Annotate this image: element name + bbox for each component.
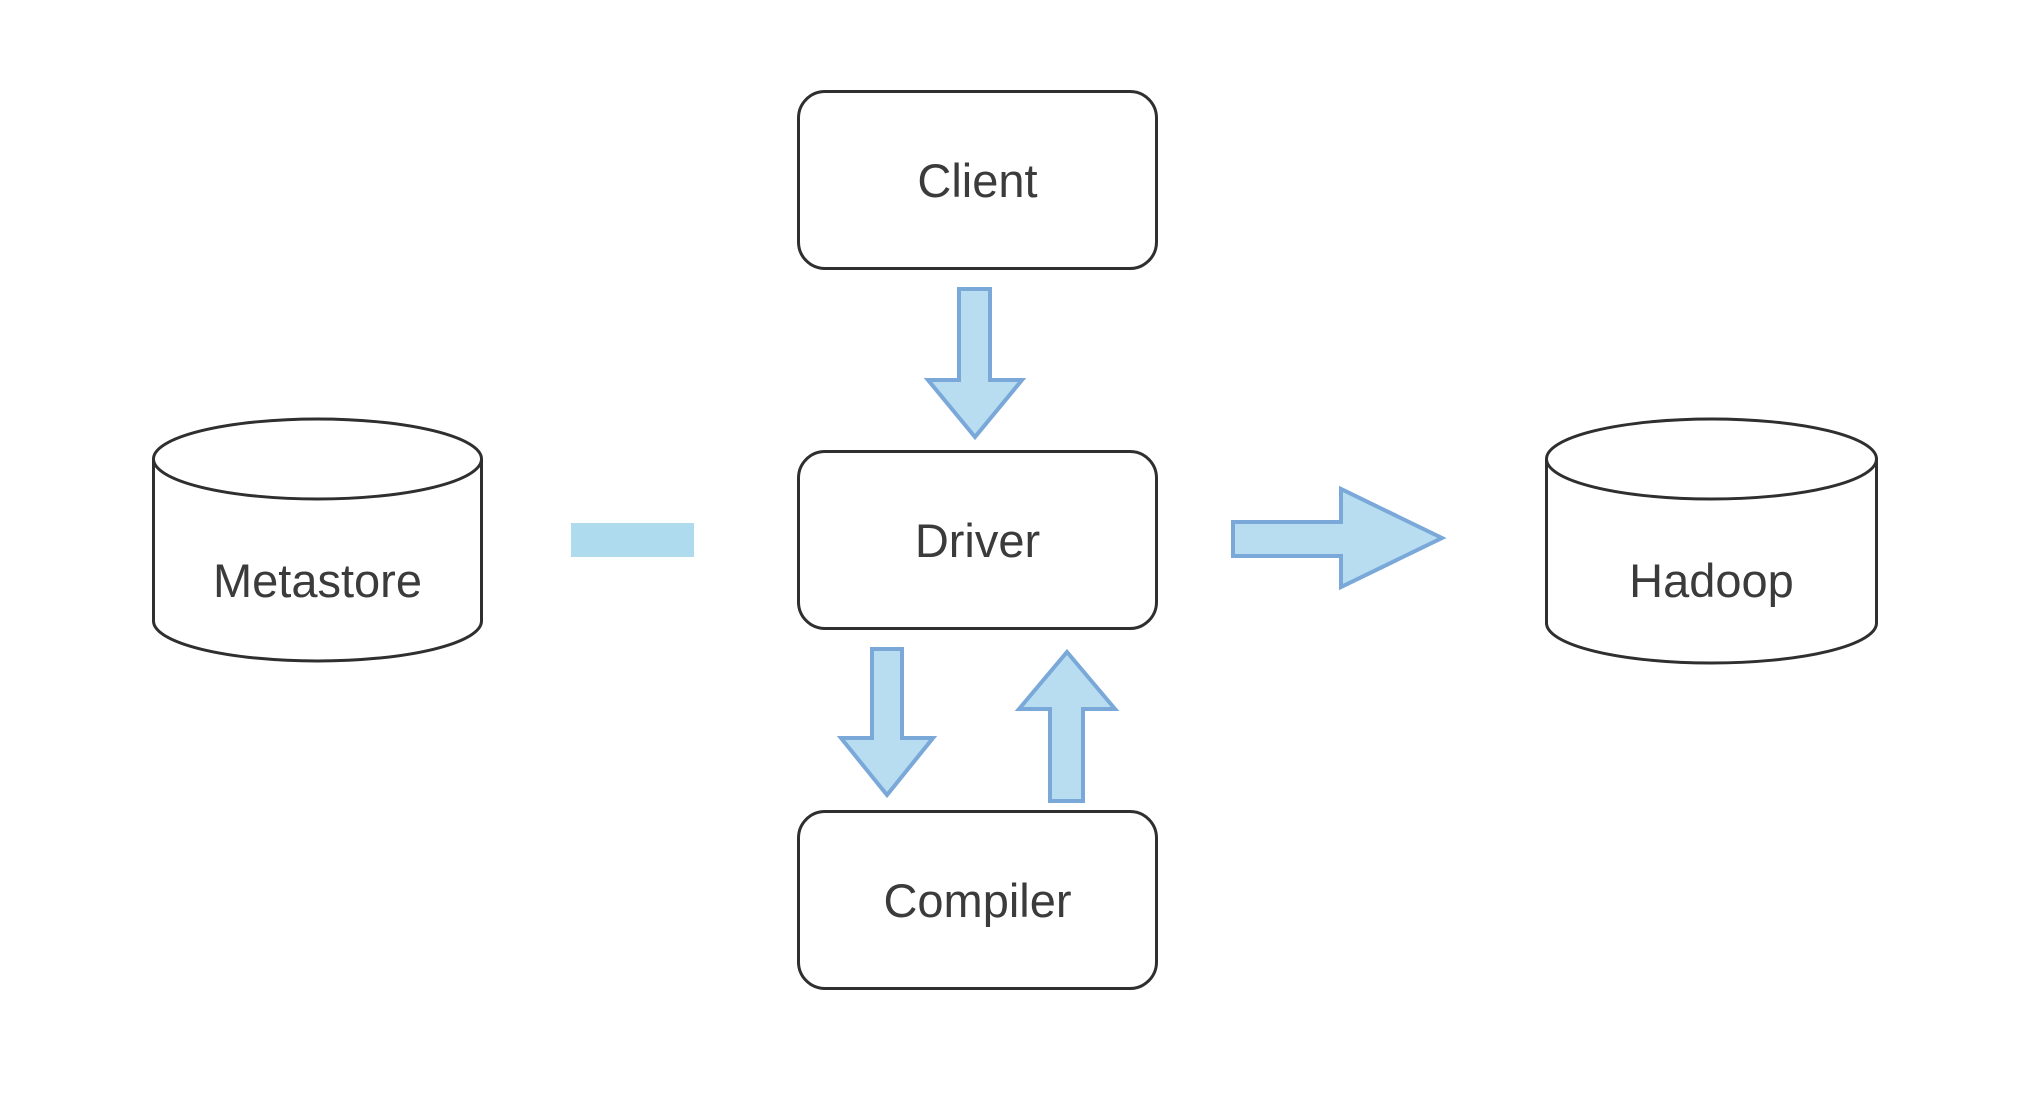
metastore-label-zone: Metastore	[152, 500, 483, 660]
driver-to-compiler-down-arrow-icon	[836, 647, 938, 799]
hadoop-label-zone: Hadoop	[1545, 500, 1878, 660]
metastore-cylinder	[152, 417, 483, 663]
compiler-label: Compiler	[883, 873, 1072, 927]
compiler-to-driver-up-arrow-icon	[1014, 648, 1120, 803]
client-node: Client	[797, 90, 1158, 270]
driver-label: Driver	[914, 513, 1041, 567]
client-to-driver-down-arrow-icon	[923, 287, 1027, 441]
hadoop-cylinder	[1545, 417, 1878, 665]
metastore-label: Metastore	[213, 553, 422, 607]
metastore-to-driver-dash-connector	[571, 523, 694, 557]
compiler-node: Compiler	[797, 810, 1158, 990]
driver-to-hadoop-right-arrow-icon	[1231, 485, 1447, 591]
hadoop-label: Hadoop	[1629, 553, 1794, 607]
driver-node: Driver	[797, 450, 1158, 630]
client-label: Client	[917, 153, 1038, 207]
